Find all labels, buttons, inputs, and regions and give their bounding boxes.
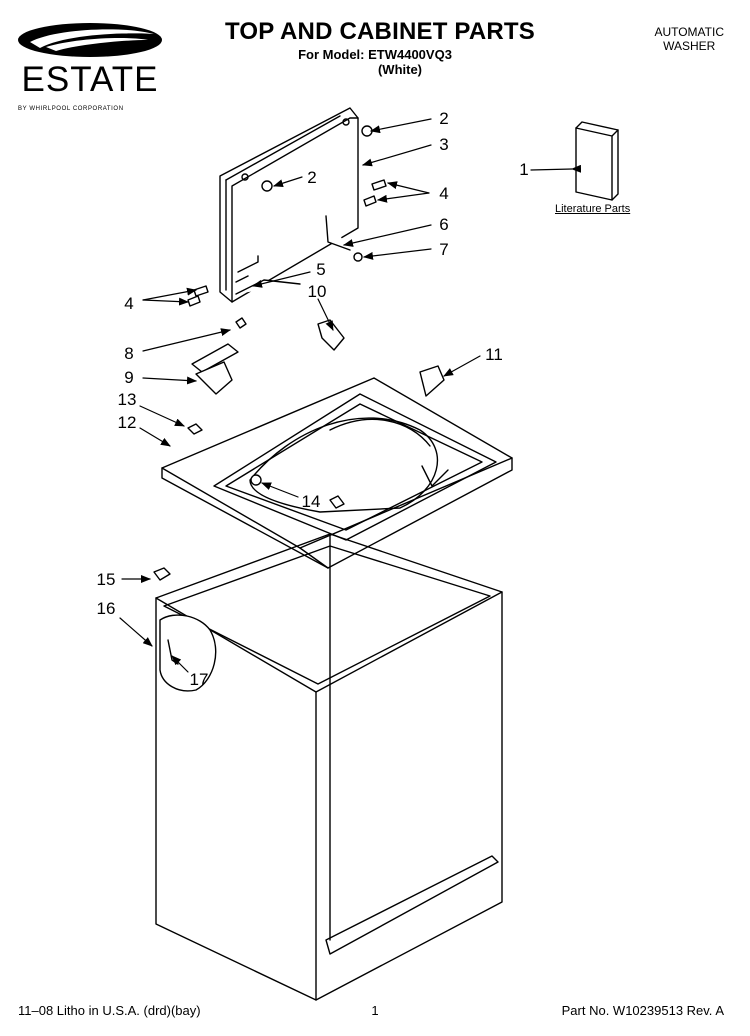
brand-subtitle: BY WHIRLPOOL CORPORATION: [18, 106, 124, 112]
callout-12: 12: [117, 413, 137, 432]
callout-leaders: [119, 118, 582, 673]
callout-15: 15: [96, 570, 116, 589]
callout-2-lid: 2: [307, 168, 317, 187]
cabinet-part: [153, 533, 503, 1001]
callout-17: 17: [189, 670, 209, 689]
callout-14: 14: [301, 492, 321, 511]
estate-logo: ESTATE BY WHIRLPOOL CORPORATION: [16, 20, 164, 112]
print-info: 11–08 Litho in U.S.A. (drd)(bay): [18, 1003, 201, 1018]
callout-4-right: 4: [439, 184, 449, 203]
lid-switch-parts: [187, 317, 445, 509]
literature-parts-label: Literature Parts: [555, 203, 631, 215]
product-type: AUTOMATIC WASHER: [654, 25, 724, 53]
callout-7: 7: [439, 240, 449, 259]
page-title: TOP AND CABINET PARTS: [224, 18, 535, 45]
callout-5: 5: [316, 260, 326, 279]
callout-9: 9: [124, 368, 134, 387]
callout-2-hinge: 2: [439, 109, 449, 128]
callout-4-left: 4: [124, 294, 134, 313]
callout-10: 10: [307, 282, 327, 301]
callout-3: 3: [439, 135, 449, 154]
page-number: 1: [371, 1003, 379, 1018]
estate-swoosh-icon: [18, 23, 162, 57]
product-type-line2: WASHER: [663, 39, 716, 53]
literature-booklet-icon: [575, 121, 619, 201]
callout-8: 8: [124, 344, 134, 363]
part-number: Part No. W10239513 Rev. A: [561, 1003, 724, 1018]
callout-13: 13: [117, 390, 137, 409]
model-line: For Model: ETW4400VQ3: [298, 47, 452, 62]
product-type-line1: AUTOMATIC: [654, 25, 724, 39]
brand-name: ESTATE: [21, 60, 159, 99]
model-color: (White): [377, 62, 423, 77]
callout-6: 6: [439, 215, 449, 234]
callout-11: 11: [485, 345, 503, 364]
callout-16: 16: [96, 599, 116, 618]
callout-1: 1: [519, 160, 529, 179]
top-panel-part: [161, 377, 513, 569]
lid-part: [219, 107, 359, 303]
